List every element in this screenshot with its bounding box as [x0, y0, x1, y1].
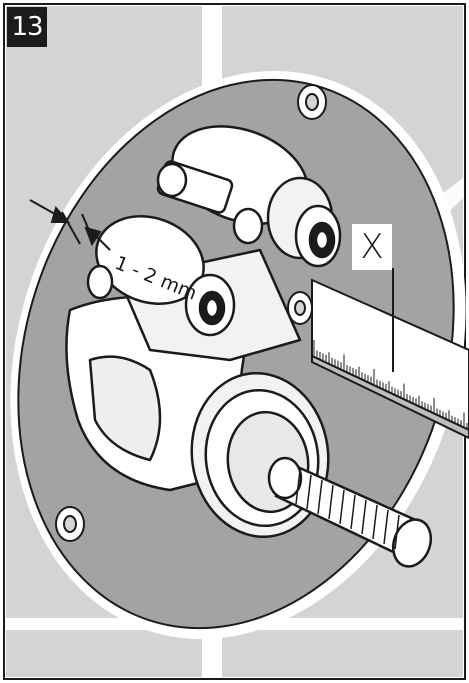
ruler	[311, 278, 469, 440]
spindle-groove	[361, 499, 367, 535]
middle-cartridge	[86, 215, 236, 337]
ruler-ticks	[313, 340, 468, 430]
spindle-groove	[394, 514, 400, 550]
spindle-groove	[295, 469, 301, 505]
spindle-groove	[306, 474, 312, 510]
spindle-grooves	[295, 469, 400, 550]
spindle-groove	[328, 484, 334, 520]
spindle-groove	[339, 489, 345, 525]
front-cartridge	[190, 371, 433, 568]
gap-arrows	[29, 199, 111, 251]
screw-bosses	[55, 84, 327, 542]
spindle-groove	[317, 479, 323, 515]
upper-cartridge	[156, 125, 342, 268]
spindle-groove	[372, 504, 378, 540]
spindle-groove	[350, 494, 356, 530]
step-number-badge: 13	[7, 7, 47, 47]
dimension-x-label: X	[352, 224, 392, 270]
spindle-groove	[383, 509, 389, 545]
